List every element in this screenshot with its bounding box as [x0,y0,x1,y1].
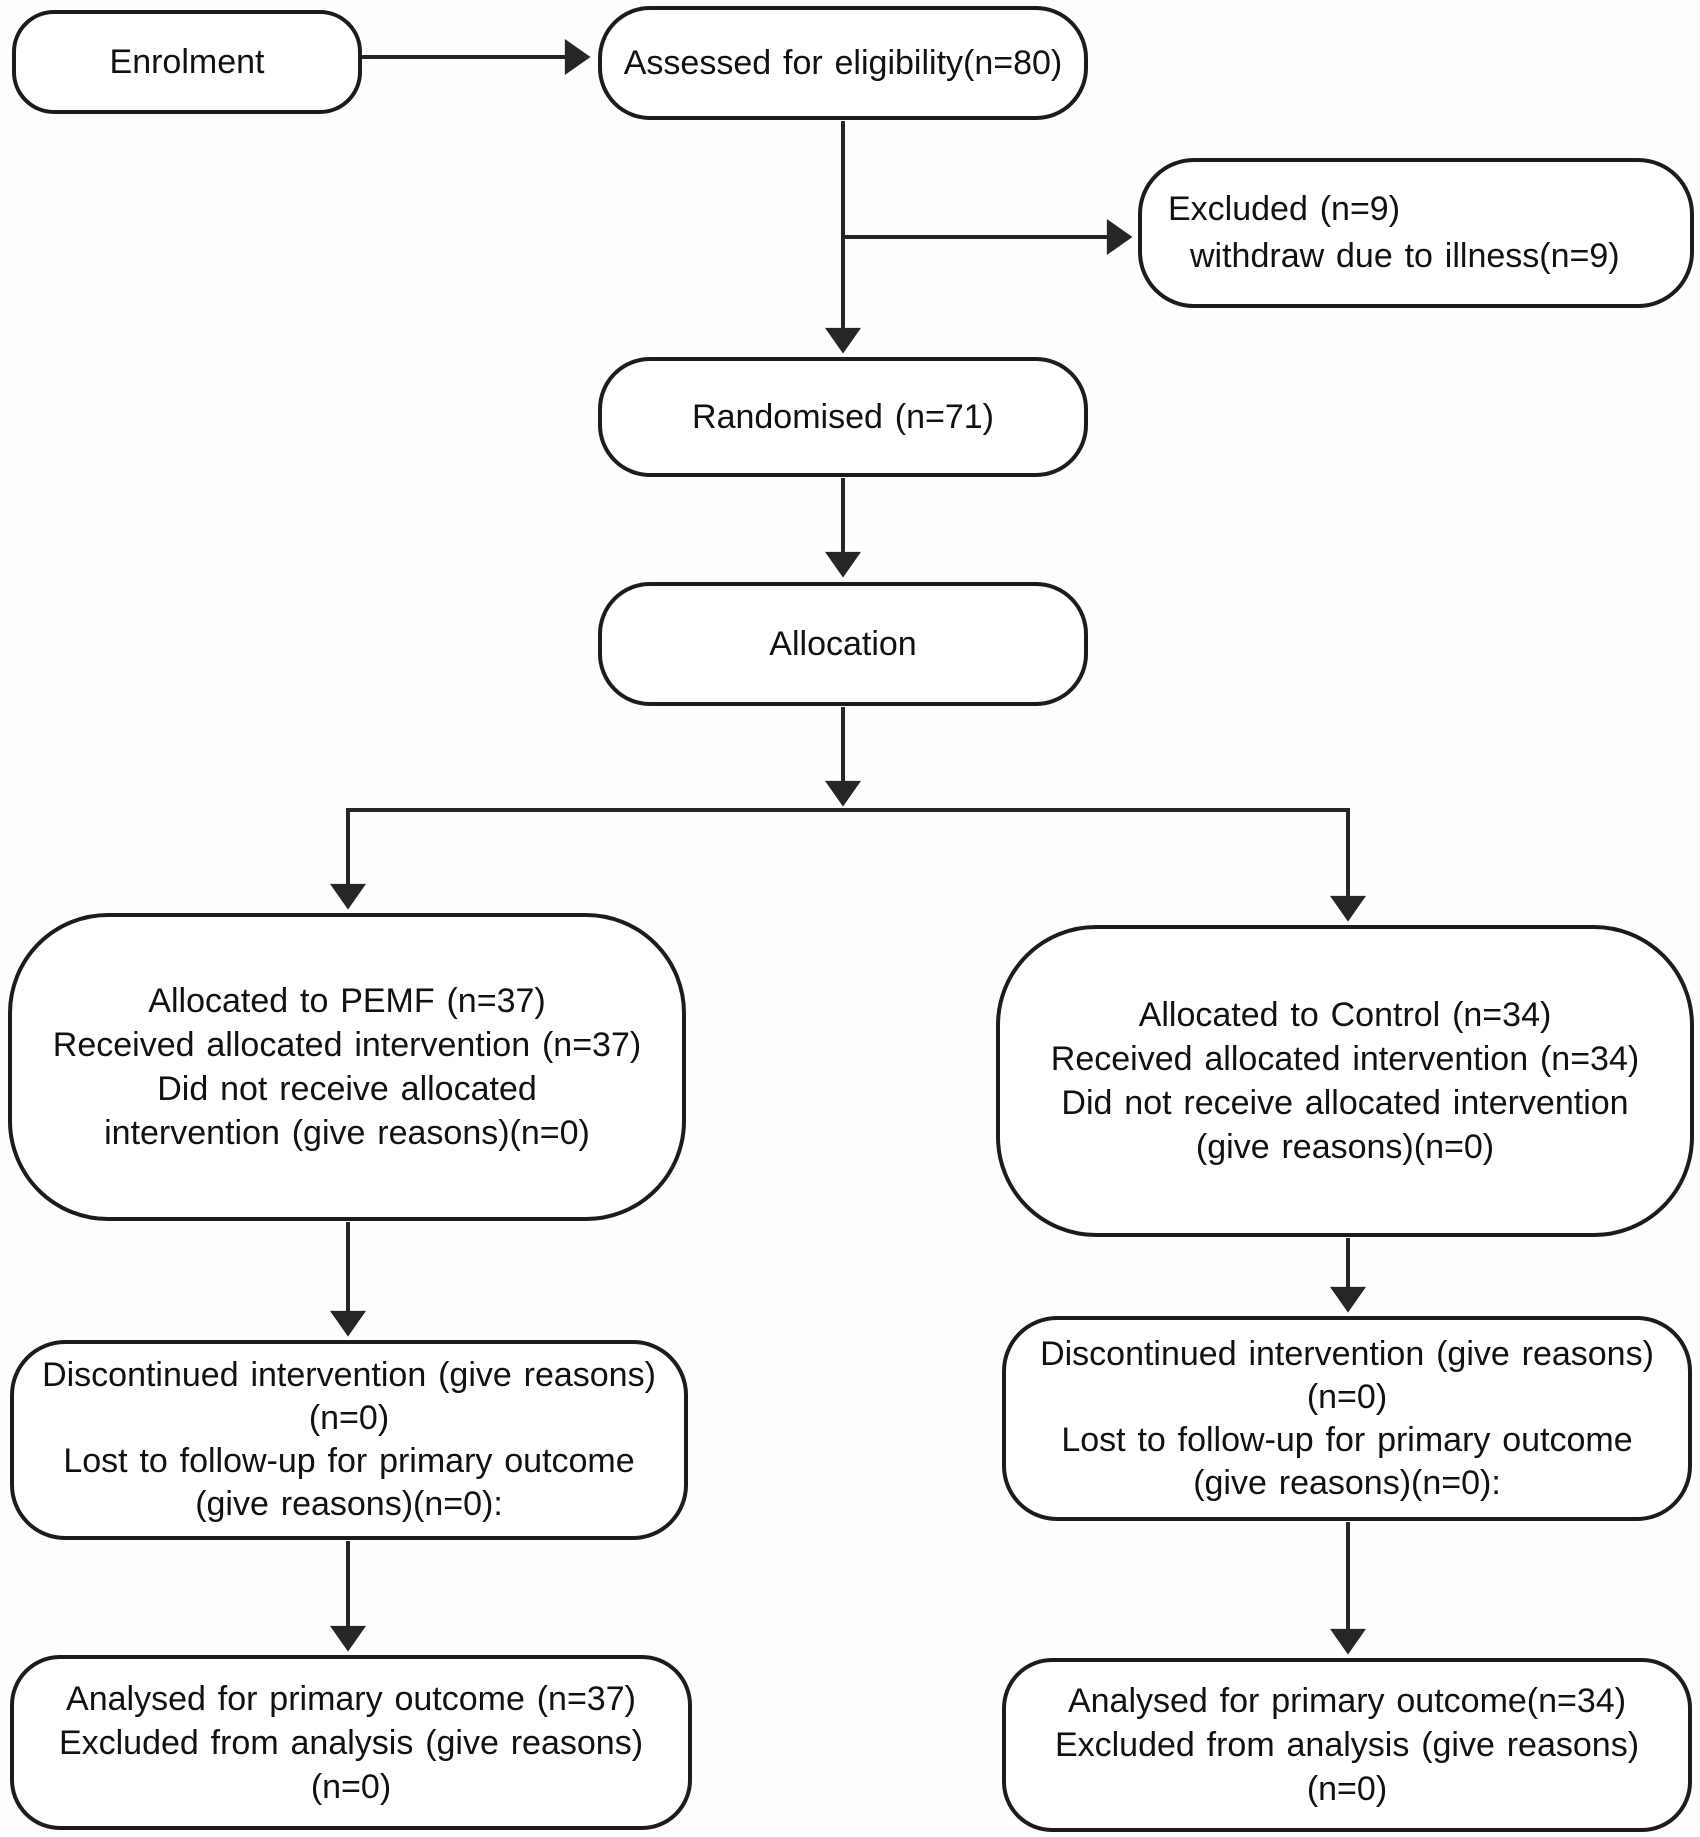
analysed-pemf-line-3: (n=0) [310,1767,392,1806]
allocated-pemf-line-4: intervention (give reasons)(n=0) [104,1114,590,1152]
box-analysed-control: Analysed for primary outcome(n=34) Exclu… [1002,1658,1692,1832]
box-discontinued-control: Discontinued intervention (give reasons)… [1002,1316,1692,1521]
analysed-control-line-1: Analysed for primary outcome(n=34) [1067,1682,1627,1720]
allocated-pemf-line-3: Did not receive allocated [157,1070,537,1108]
analysed-pemf-line-1: Analysed for primary outcome (n=37) [66,1679,636,1718]
box-allocated-pemf: Allocated to PEMF (n=37) Received alloca… [8,913,686,1221]
discontinued-control-line-1: Discontinued intervention (give reasons) [1040,1334,1654,1373]
discontinued-pemf-line-1: Discontinued intervention (give reasons) [42,1356,656,1394]
allocated-control-line-4: (give reasons)(n=0) [1195,1128,1495,1166]
analysed-pemf-line-2: Excluded from analysis (give reasons) [58,1723,644,1762]
discontinued-pemf-line-2: (n=0) [308,1399,390,1437]
discontinued-control-line-4: (give reasons)(n=0): [1193,1463,1501,1502]
box-allocation: Allocation [598,582,1088,706]
allocated-control-line-1: Allocated to Control (n=34) [1138,996,1552,1034]
box-analysed-pemf: Analysed for primary outcome (n=37) Excl… [10,1655,692,1830]
box-enrolment: Enrolment [12,10,362,114]
analysed-control-line-2: Excluded from analysis (give reasons) [1054,1726,1640,1764]
discontinued-control-line-2: (n=0) [1306,1377,1388,1416]
allocated-pemf-line-1: Allocated to PEMF (n=37) [148,982,546,1020]
excluded-line-1: Excluded (n=9) [1168,190,1401,228]
allocated-control-line-3: Did not receive allocated intervention [1061,1084,1629,1122]
box-randomised-label: Randomised (n=71) [692,398,994,436]
box-allocation-label: Allocation [769,625,917,663]
allocated-pemf-line-2: Received allocated intervention (n=37) [52,1026,642,1064]
box-assessed-eligibility: Assessed for eligibility(n=80) [598,6,1088,120]
excluded-line-2: withdraw due to illness(n=9) [1190,237,1620,275]
discontinued-pemf-line-4: (give reasons)(n=0): [195,1485,503,1523]
box-enrolment-label: Enrolment [109,43,265,81]
box-excluded: Excluded (n=9) withdraw due to illness(n… [1138,158,1694,308]
box-discontinued-pemf: Discontinued intervention (give reasons)… [10,1340,688,1540]
box-randomised: Randomised (n=71) [598,357,1088,477]
discontinued-control-line-3: Lost to follow-up for primary outcome [1061,1420,1633,1459]
allocated-control-line-2: Received allocated intervention (n=34) [1050,1040,1640,1078]
discontinued-pemf-line-3: Lost to follow-up for primary outcome [63,1442,635,1480]
analysed-control-line-3: (n=0) [1306,1770,1388,1808]
box-allocated-control: Allocated to Control (n=34) Received all… [996,925,1694,1237]
box-assessed-label: Assessed for eligibility(n=80) [623,44,1063,82]
